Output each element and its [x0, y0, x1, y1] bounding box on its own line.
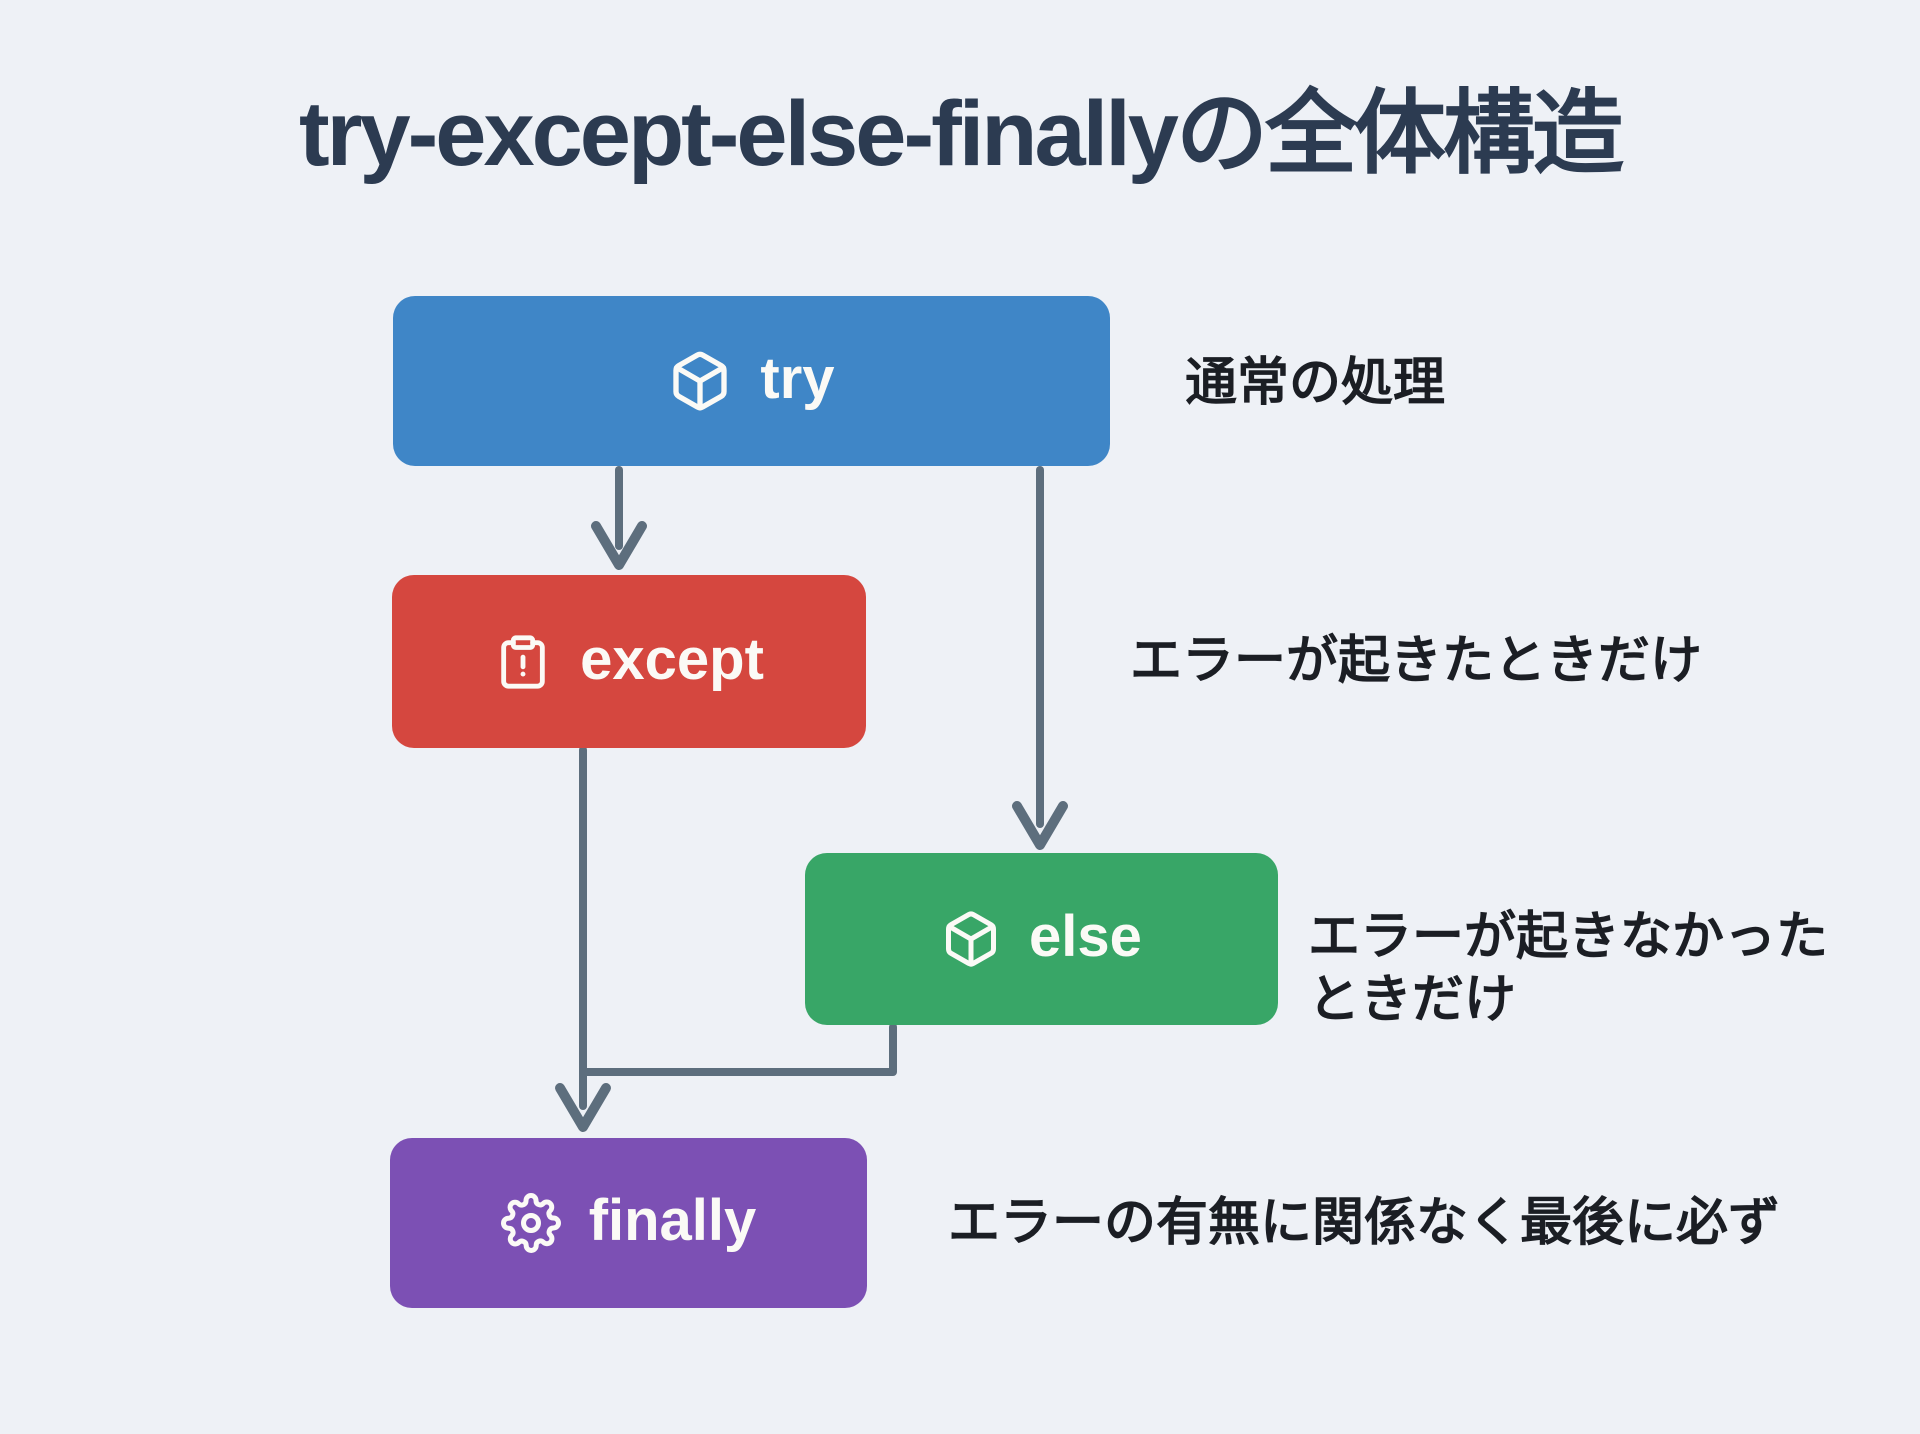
annotation-finally: エラーの有無に関係なく最後に必ず	[948, 1194, 1781, 1252]
edge-else-to-junction	[579, 1023, 897, 1076]
edge-try-to-except	[591, 466, 647, 570]
annotation-except: エラーが起きたときだけ	[1130, 632, 1703, 690]
node-finally-label: finally	[588, 1188, 757, 1253]
clipboard-alert-icon	[501, 634, 545, 689]
cube-icon	[946, 911, 997, 967]
page-title: try-except-else-finallyの全体構造	[299, 83, 1624, 185]
node-else: else	[805, 853, 1278, 1025]
node-except: except	[392, 575, 866, 748]
node-finally: finally	[390, 1138, 867, 1308]
annotation-try: 通常の処理	[1185, 354, 1446, 412]
edge-except-to-finally	[555, 746, 611, 1132]
cube-icon	[673, 351, 728, 411]
gear-icon	[500, 1193, 561, 1253]
annotation-else: エラーが起きなかった ときだけ	[1308, 908, 1829, 1030]
node-else-label: else	[1029, 904, 1142, 969]
node-try: try	[393, 296, 1110, 466]
node-try-label: try	[760, 346, 835, 411]
node-except-label: except	[580, 626, 764, 692]
edge-try-to-else	[1012, 466, 1068, 850]
